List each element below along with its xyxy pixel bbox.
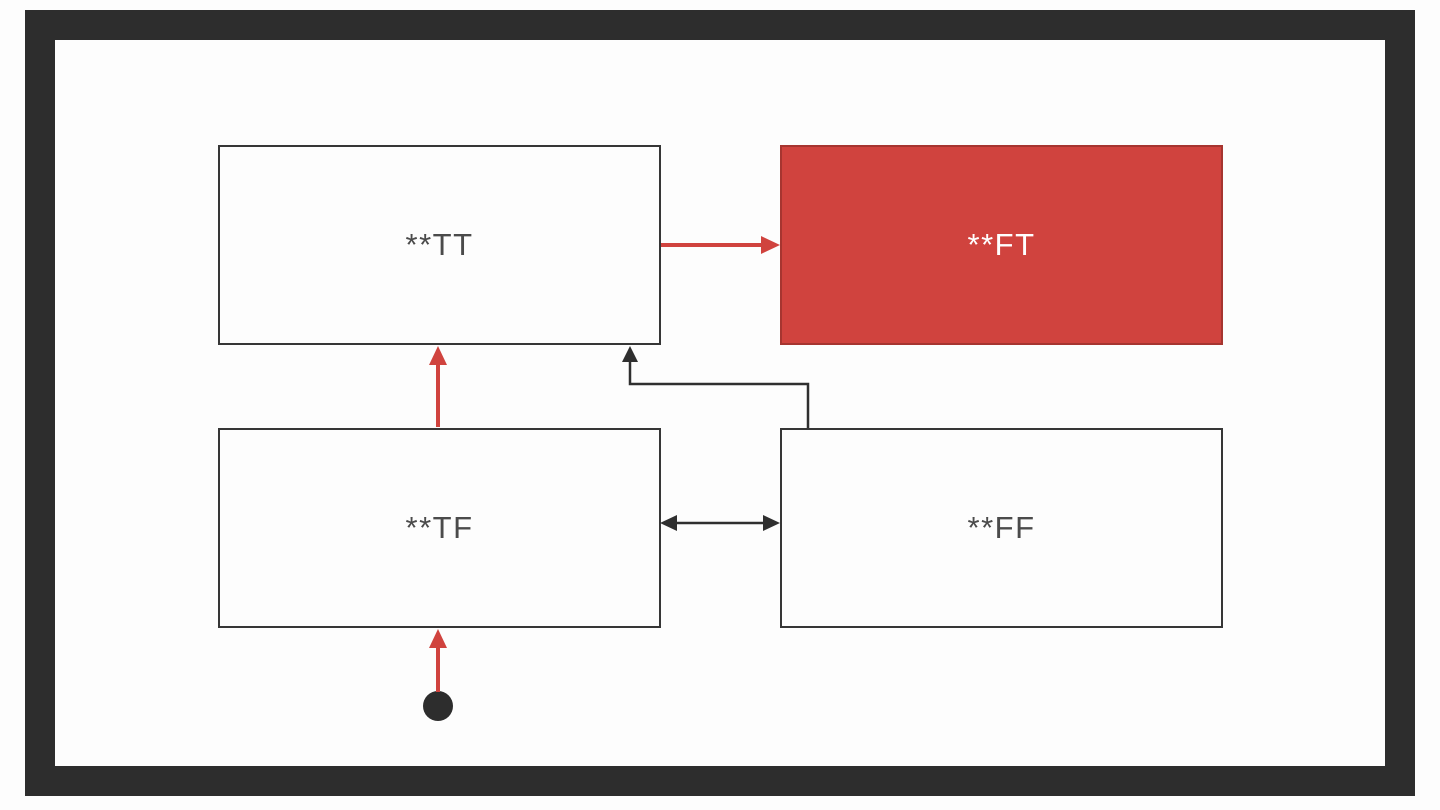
state-label-ff: **FF (967, 510, 1036, 545)
state-node-ft-highlighted: **FT (780, 145, 1223, 345)
state-label-tt: **TT (405, 227, 474, 262)
state-node-tt: **TT (218, 145, 661, 345)
state-node-ff: **FF (780, 428, 1223, 628)
state-label-ft: **FT (967, 227, 1036, 262)
state-node-tf: **TF (218, 428, 661, 628)
state-label-tf: **TF (405, 510, 474, 545)
outer-frame (25, 10, 1415, 796)
